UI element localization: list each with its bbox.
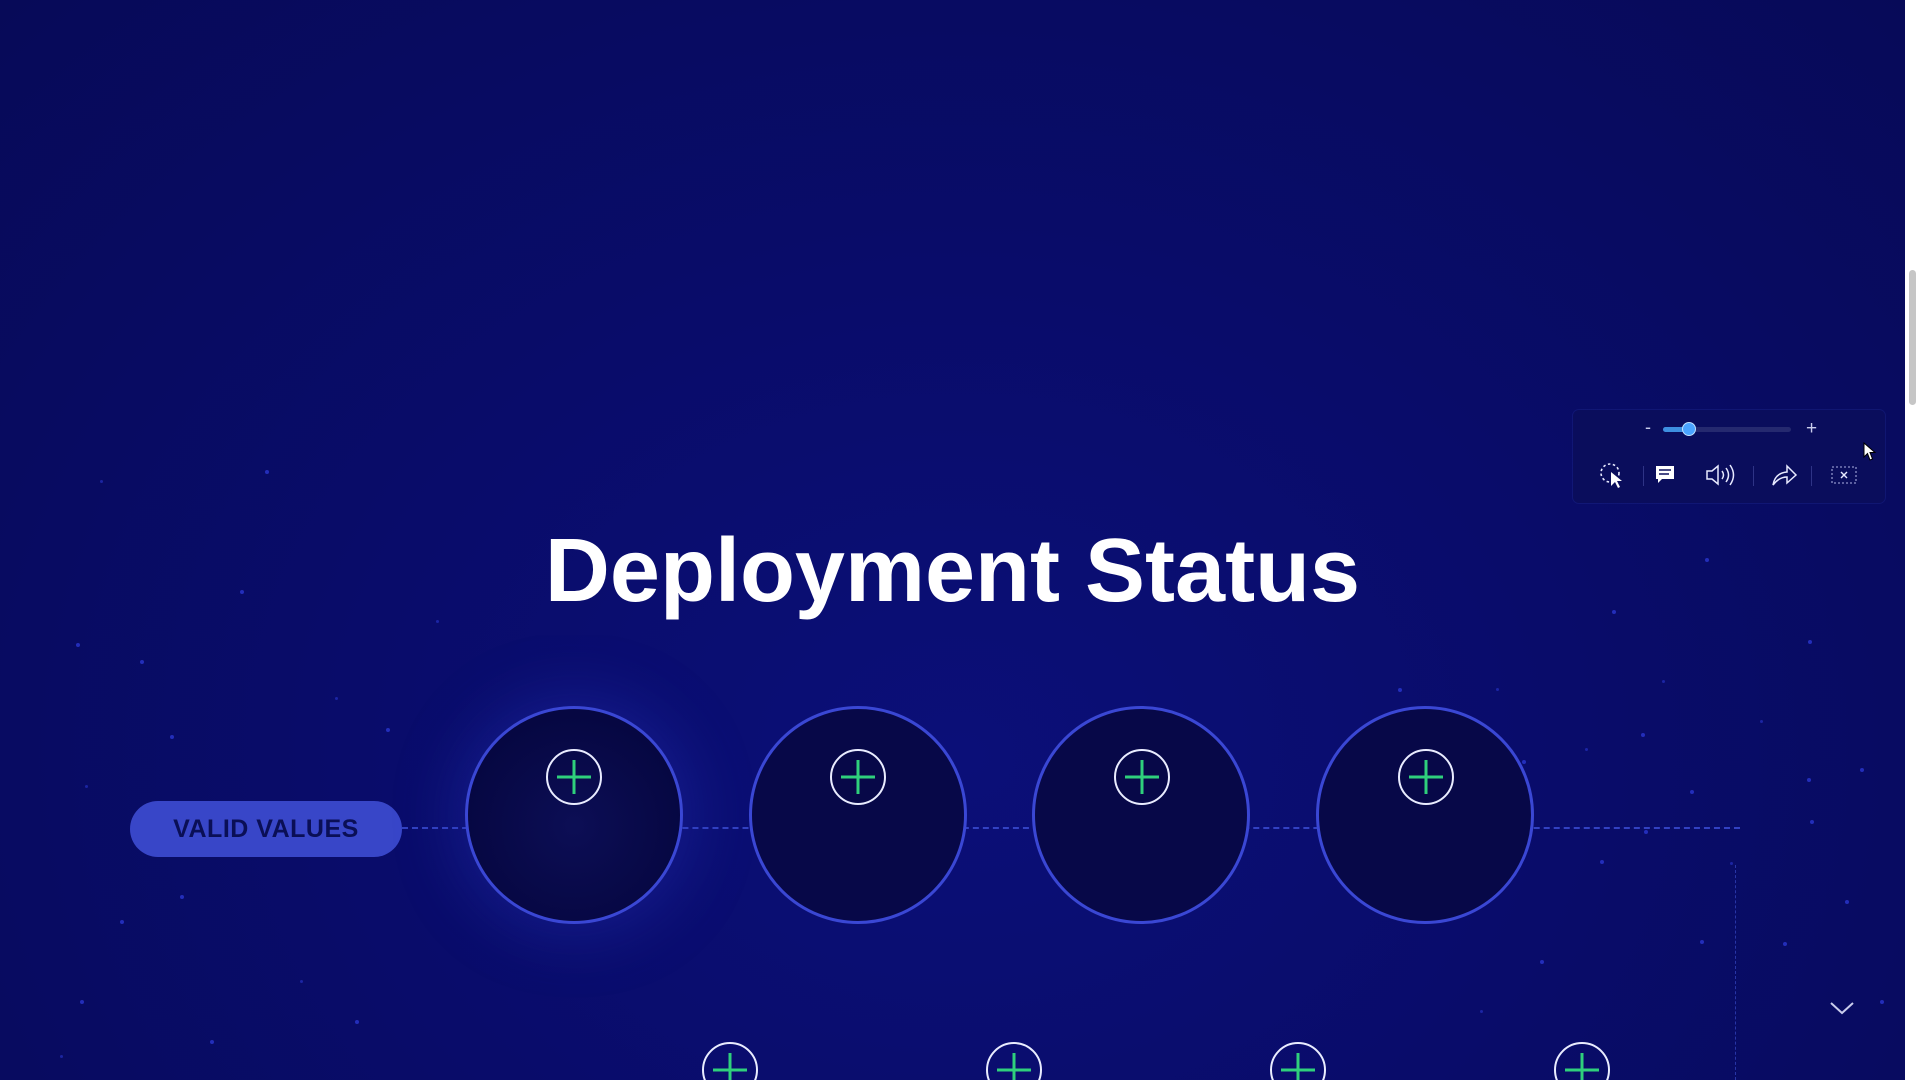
star-dot [1644, 830, 1648, 834]
toolbar-divider [1643, 466, 1644, 486]
chevron-down-icon[interactable] [1829, 995, 1855, 1021]
page-title: Deployment Status [544, 521, 1361, 621]
timeline-vertical-line [1735, 865, 1736, 1080]
node-8-plus-icon[interactable] [1554, 1042, 1610, 1080]
star-dot [60, 1055, 63, 1058]
star-dot [1662, 680, 1665, 683]
star-dot [1600, 860, 1604, 864]
star-dot [1705, 558, 1709, 562]
node-7-plus-icon[interactable] [1270, 1042, 1326, 1080]
star-dot [120, 920, 124, 924]
star-dot [1480, 1010, 1483, 1013]
star-dot [100, 480, 103, 483]
star-dot [355, 1020, 359, 1024]
star-dot [1730, 862, 1733, 865]
star-dot [386, 728, 390, 732]
share-icon[interactable] [1769, 460, 1799, 490]
star-dot [170, 735, 174, 739]
close-icon[interactable] [1829, 460, 1859, 490]
star-dot [300, 980, 303, 983]
node-6-plus-icon[interactable] [986, 1042, 1042, 1080]
select-pointer-icon[interactable] [1597, 460, 1627, 490]
toolbar-divider [1753, 466, 1754, 486]
node-4-plus-icon[interactable] [1398, 749, 1454, 805]
star-dot [140, 660, 144, 664]
star-dot [240, 590, 244, 594]
node-1-plus-icon[interactable] [546, 749, 602, 805]
star-dot [80, 1000, 84, 1004]
star-dot [1845, 900, 1849, 904]
toolbar-divider [1811, 466, 1812, 486]
star-dot [1540, 960, 1544, 964]
star-dot [1641, 733, 1645, 737]
star-dot [1810, 820, 1814, 824]
star-dot [1612, 610, 1616, 614]
star-dot [1860, 768, 1864, 772]
star-dot [1585, 748, 1588, 751]
star-dot [1808, 640, 1812, 644]
star-dot [1760, 720, 1763, 723]
star-dot [265, 470, 269, 474]
mouse-cursor-icon [1863, 441, 1877, 462]
star-dot [1807, 778, 1811, 782]
star-dot [1700, 940, 1704, 944]
zoom-slider-fill [1663, 427, 1689, 432]
node-circle-3 [1032, 706, 1250, 924]
zoom-slider-thumb[interactable] [1682, 422, 1696, 436]
node-2-plus-icon[interactable] [830, 749, 886, 805]
comment-icon[interactable] [1650, 460, 1680, 490]
page-scrollbar[interactable] [1905, 0, 1920, 1080]
scrollbar-thumb[interactable] [1909, 270, 1916, 405]
star-dot [1880, 1000, 1884, 1004]
star-dot [436, 620, 439, 623]
star-dot [1522, 760, 1526, 764]
valid-values-label: VALID VALUES [130, 801, 402, 857]
star-dot [1496, 688, 1499, 691]
star-dot [76, 643, 80, 647]
zoom-slider[interactable] [1663, 422, 1791, 436]
star-dot [1398, 688, 1402, 692]
node-circle-1 [465, 706, 683, 924]
node-3-plus-icon[interactable] [1114, 749, 1170, 805]
node-5-plus-icon[interactable] [702, 1042, 758, 1080]
zoom-in-button[interactable]: + [1806, 418, 1818, 439]
audio-icon[interactable] [1703, 460, 1735, 490]
node-circle-2 [749, 706, 967, 924]
star-dot [210, 1040, 214, 1044]
star-dot [335, 697, 338, 700]
star-dot [1690, 790, 1694, 794]
star-dot [1783, 942, 1787, 946]
viewer-toolbar: - + [1573, 410, 1885, 503]
star-dot [180, 895, 184, 899]
zoom-out-button[interactable]: - [1645, 417, 1651, 437]
star-dot [85, 785, 88, 788]
node-circle-4 [1316, 706, 1534, 924]
